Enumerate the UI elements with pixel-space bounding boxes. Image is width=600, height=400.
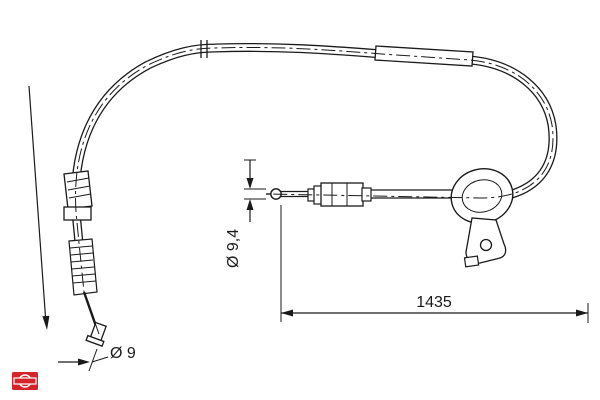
dimension-annotations: Ø 9 Ø 9,4 1435 [28, 85, 589, 372]
mounting-bracket [450, 168, 514, 268]
dimension-length: 1435 [280, 205, 589, 323]
bosch-logo [12, 372, 38, 390]
diagonal-arrow [28, 85, 50, 330]
dimension-end-diameter-label: Ø 9 [110, 345, 136, 362]
dimension-length-label: 1435 [416, 294, 452, 311]
cable-drawing [63, 40, 558, 347]
centerline [75, 46, 554, 335]
bellows [68, 238, 98, 296]
adjuster-block [63, 170, 93, 221]
dimension-end-fitting: Ø 9 [58, 345, 136, 372]
bracket-hole [479, 238, 493, 252]
dimension-ball: Ø 9,4 [225, 159, 266, 268]
outer-sleeve [374, 45, 474, 67]
end-fitting [85, 321, 107, 347]
dimension-ball-diameter-label: Ø 9,4 [225, 229, 242, 268]
